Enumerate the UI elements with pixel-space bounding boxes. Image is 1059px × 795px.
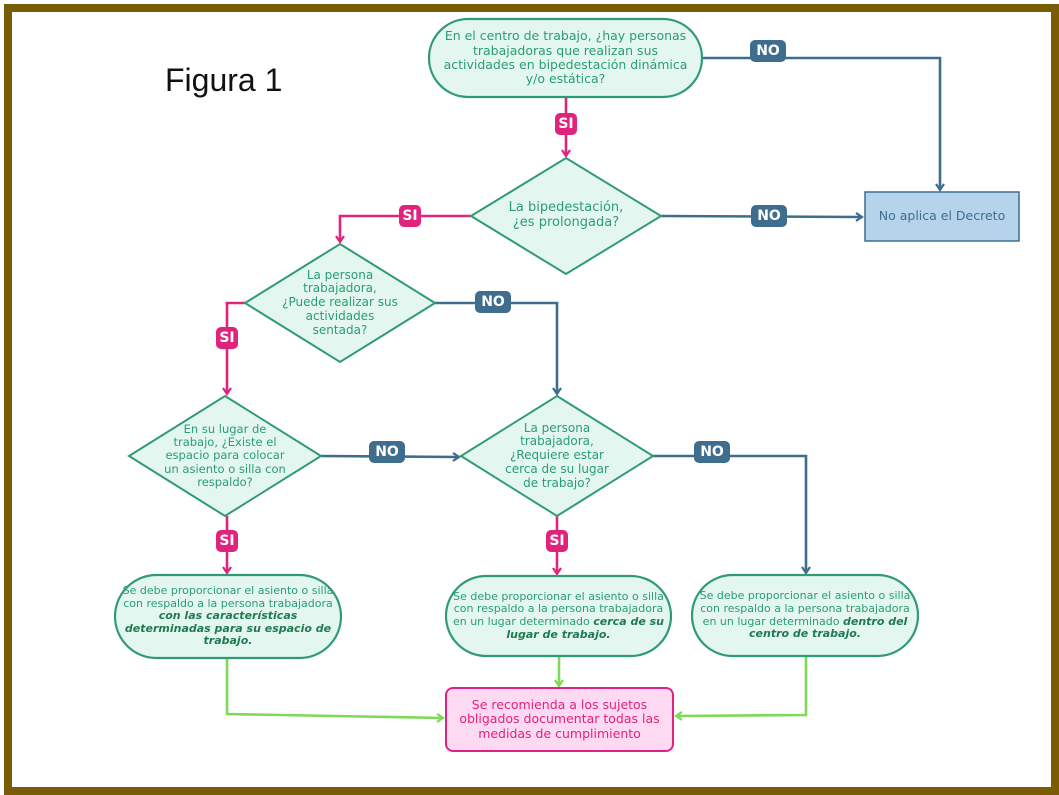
badge-espacio-si: SI xyxy=(216,530,238,552)
figure-title: Figura 1 xyxy=(165,62,283,98)
badge-sentada-si: SI xyxy=(216,327,238,349)
result-dentro-node xyxy=(690,573,920,658)
edge-start-no xyxy=(702,56,945,192)
badge-prolongada-si: SI xyxy=(399,205,421,227)
result-dentro-text-emphasis: dentro del centro de trabajo. xyxy=(749,614,908,641)
badge-sentada-no: NO xyxy=(475,291,511,313)
result-dentro-text: Se debe proporcionar el asiento o silla … xyxy=(698,578,912,653)
recommendation-text: Se recomienda a los sujetos obligados do… xyxy=(459,696,660,741)
result-cerca-text: Se debe proporcionar el asiento o silla … xyxy=(452,579,665,653)
edge-espacio-to-rec xyxy=(225,658,445,723)
result-espacio-text-prefix: Se debe proporcionar el asiento o silla … xyxy=(122,583,334,610)
result-espacio-text-emphasis: con las características determinadas par… xyxy=(124,609,332,648)
badge-prolongada-no: NO xyxy=(751,205,787,227)
result-cerca-text-prefix: Se debe proporcionar el asiento o silla … xyxy=(452,589,664,628)
no-aplica-box xyxy=(864,191,1020,242)
no-aplica-text: No aplica el Decreto xyxy=(878,208,1006,224)
edge-dentro-to-rec xyxy=(674,656,808,721)
figure-frame xyxy=(4,4,1059,795)
recommendation-box xyxy=(445,687,674,752)
decision-prolongada xyxy=(469,156,663,276)
badge-cerca-no: NO xyxy=(694,441,730,463)
edge-sentada-si xyxy=(222,301,245,396)
result-cerca-node xyxy=(444,574,673,658)
decision-cerca-text: La persona trabajadora, ¿Requiere estar … xyxy=(505,420,609,490)
result-espacio-node xyxy=(113,573,343,660)
result-dentro-text-prefix: Se debe proporcionar el asiento o silla … xyxy=(699,589,911,628)
decision-sentada xyxy=(243,242,437,364)
result-espacio-text: Se debe proporcionar el asiento o silla … xyxy=(122,578,334,655)
badge-start-no: NO xyxy=(750,40,786,62)
badge-espacio-no: NO xyxy=(369,441,405,463)
decision-cerca xyxy=(459,394,655,518)
edge-prolongada-si xyxy=(335,214,471,244)
decision-espacio-text: En su lugar de trabajo, ¿Existe el espac… xyxy=(164,421,286,489)
decision-espacio xyxy=(127,394,323,518)
edge-sentada-no xyxy=(435,301,562,396)
result-cerca-text-emphasis: cerca de su lugar de trabajo. xyxy=(506,615,665,641)
start-node-text: En el centro de trabajo, ¿hay personas t… xyxy=(443,28,688,87)
start-node xyxy=(427,17,704,99)
badge-cerca-si: SI xyxy=(546,530,568,552)
decision-prolongada-text: La bipedestación, ¿es prolongada? xyxy=(508,200,624,230)
edge-cerca-no xyxy=(653,454,811,575)
decision-sentada-text: La persona trabajadora, ¿Puede realizar … xyxy=(282,267,398,337)
badge-start-si: SI xyxy=(555,113,577,135)
